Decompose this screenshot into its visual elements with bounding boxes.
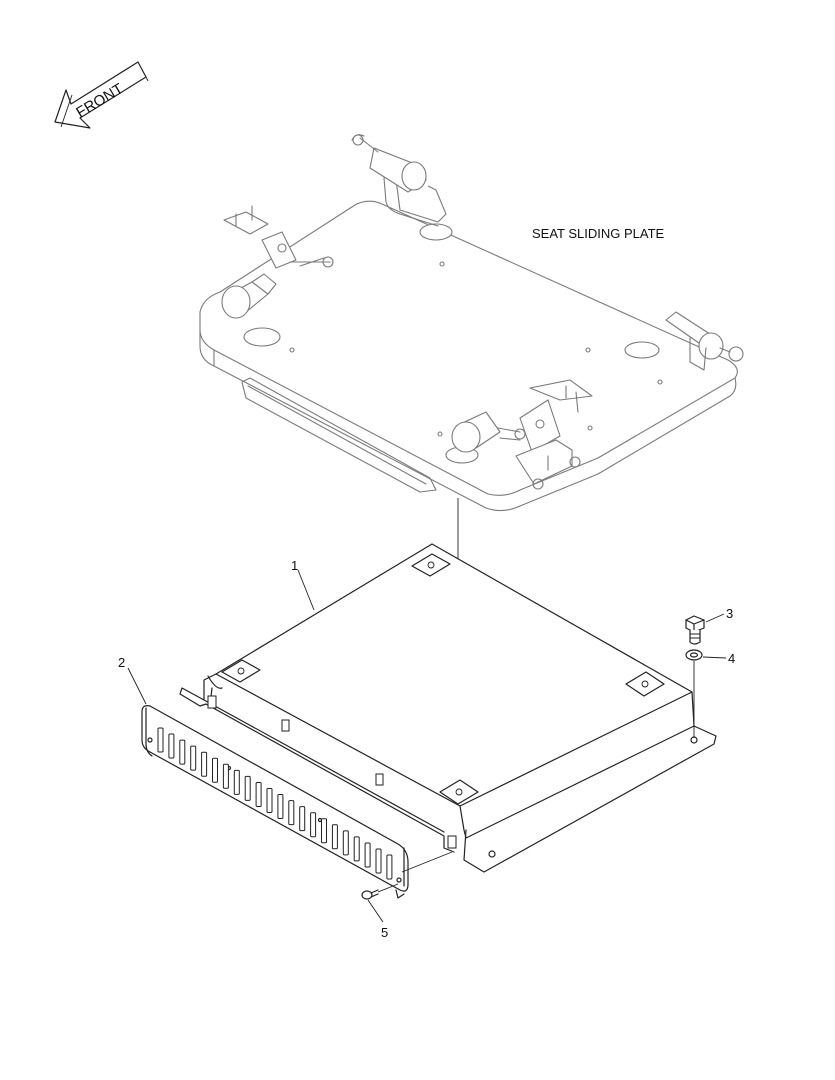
part-2-label: 2 bbox=[118, 655, 125, 670]
cover-slot bbox=[179, 739, 186, 765]
cover-slot bbox=[353, 836, 360, 862]
part-4-label: 4 bbox=[728, 651, 735, 666]
cover-slots bbox=[157, 727, 393, 880]
washer bbox=[685, 649, 703, 661]
cover-slot bbox=[201, 751, 208, 777]
cover-slot bbox=[277, 794, 284, 819]
part-5-label: 5 bbox=[381, 925, 388, 940]
seat-base-plate bbox=[179, 543, 717, 873]
part-4-leader bbox=[702, 656, 727, 659]
cover-slot bbox=[342, 830, 349, 856]
cover-slot bbox=[299, 806, 306, 832]
cover-slot bbox=[288, 800, 295, 826]
screw-align-line bbox=[377, 883, 399, 893]
cover-slot bbox=[157, 727, 164, 753]
louvered-cover bbox=[141, 705, 409, 899]
cover-slot bbox=[255, 782, 262, 807]
cover-slot bbox=[212, 757, 218, 783]
cover-slot bbox=[222, 763, 229, 789]
seat-sliding-plate-label: SEAT SLIDING PLATE bbox=[532, 226, 665, 241]
bolt bbox=[685, 615, 705, 645]
part-5-leader bbox=[367, 899, 384, 923]
cover-slot bbox=[386, 854, 393, 880]
seat-sliding-plate bbox=[199, 134, 744, 512]
screw bbox=[361, 889, 379, 900]
cover-slot bbox=[244, 775, 251, 801]
cover-slot bbox=[266, 788, 273, 813]
cover-slot bbox=[168, 733, 175, 759]
part-1-leader bbox=[297, 569, 315, 611]
front-arrow-icon: FRONT bbox=[54, 61, 149, 129]
cover-slot bbox=[321, 818, 327, 844]
cover-slot bbox=[233, 769, 240, 795]
cover-slot bbox=[375, 848, 382, 874]
cover-slot bbox=[310, 812, 317, 838]
cover-slot bbox=[190, 745, 197, 771]
cover-slot bbox=[364, 842, 371, 868]
cover-slot bbox=[331, 824, 338, 850]
part-3-leader bbox=[705, 613, 725, 623]
part-1-label: 1 bbox=[291, 558, 298, 573]
part-2-leader bbox=[127, 667, 147, 705]
cover-align-line bbox=[401, 851, 453, 873]
part-3-label: 3 bbox=[726, 606, 733, 621]
